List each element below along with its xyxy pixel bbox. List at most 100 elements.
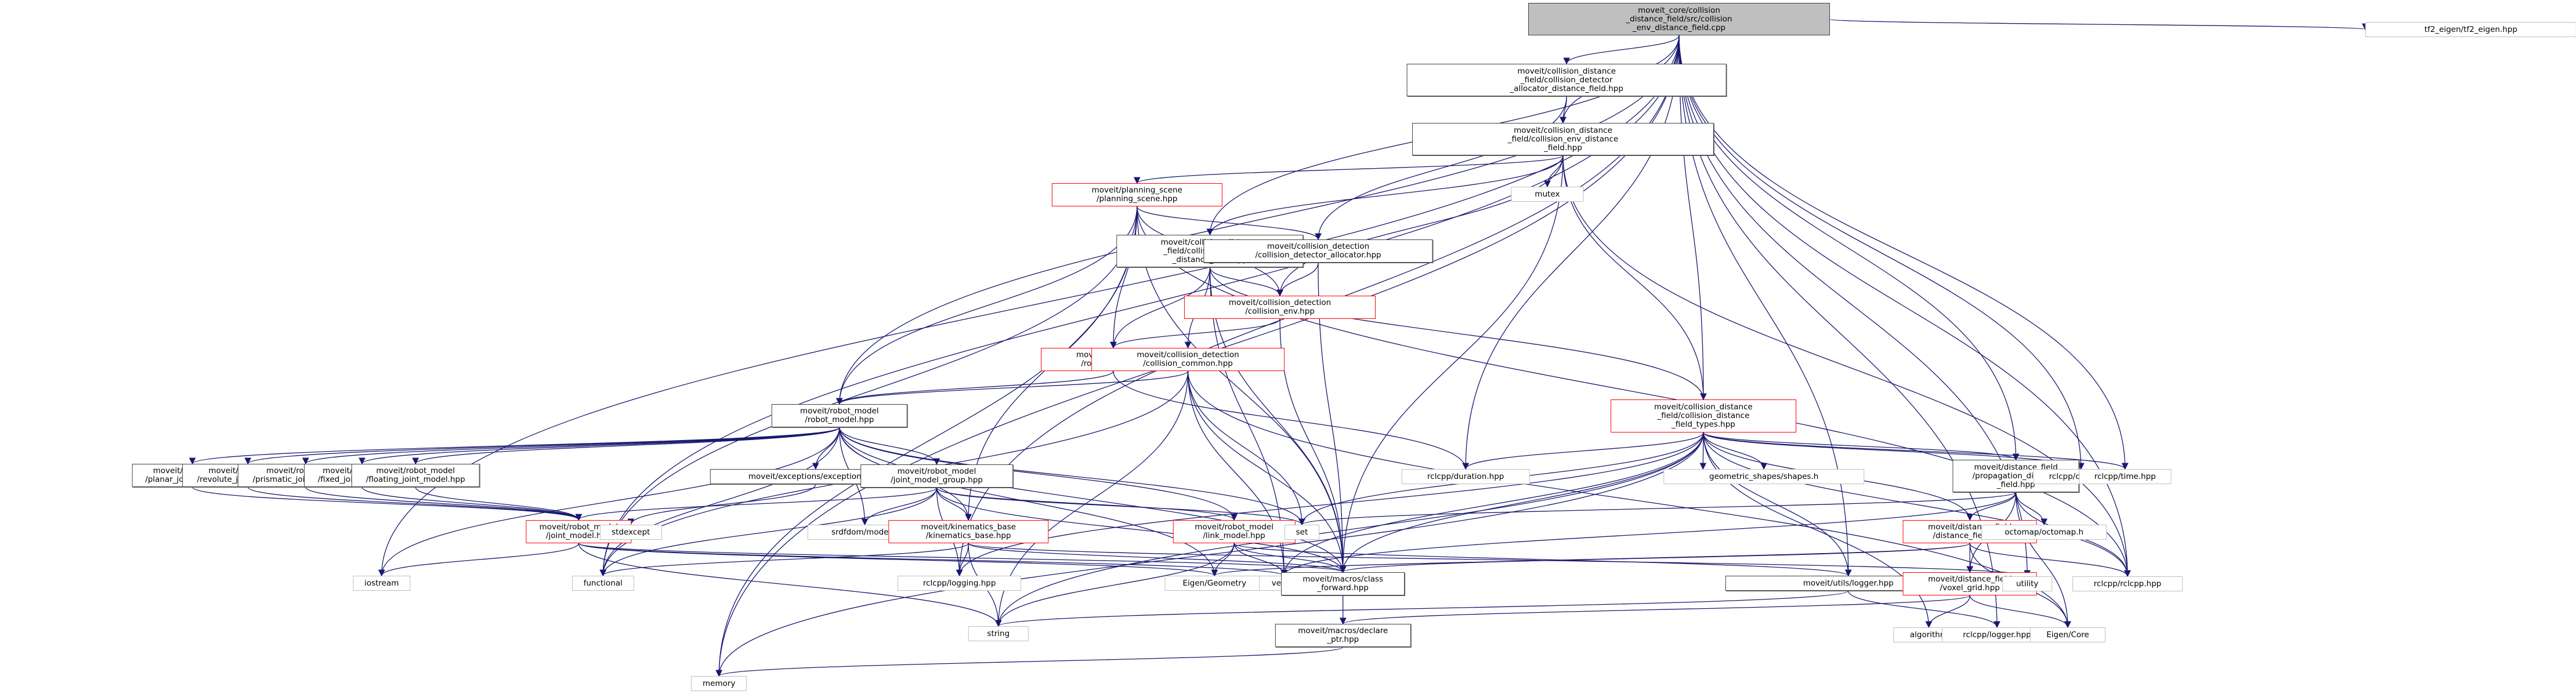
include-edge-floating-to-joint-model [415, 486, 583, 521]
graph-node-declare-ptr[interactable]: moveit/macros/declare _ptr.hpp [1275, 624, 1411, 647]
include-edge-robot-model-to-fixed [359, 427, 840, 465]
include-edge-planning-scene-to-det-alloc [1137, 206, 1322, 241]
include-edge-env-df-to-rclcpp [1562, 155, 2131, 577]
include-edge-root-to-robot-model [835, 35, 1680, 405]
include-edge-declare-ptr-to-memory [715, 646, 1344, 677]
graph-node-planning-scene[interactable]: moveit/planning_scene /planning_scene.hp… [1051, 183, 1222, 206]
include-edge-env-df-to-mutex [1544, 155, 1564, 188]
include-edge-prop-df-to-eigen-core [2016, 492, 2071, 628]
include-edge-prop-df-to-set [1298, 492, 2017, 526]
graph-node-floating[interactable]: moveit/robot_model /floating_joint_model… [351, 464, 480, 487]
include-edge-prop-df-to-octomap [2016, 492, 2047, 526]
include-edge-dist-field-to-rclcpp [1969, 543, 2131, 577]
include-edge-jmg-to-srdf [861, 487, 938, 526]
include-edge-df-types-to-utils-logger [1703, 432, 1852, 577]
include-edge-df-types-to-string [995, 432, 1704, 627]
include-edge-voxel-to-declare-ptr [1340, 595, 1970, 625]
include-edge-env-df-to-common-df [1206, 155, 1564, 236]
graph-node-jmg[interactable]: moveit/robot_model /joint_model_group.hp… [860, 464, 1013, 488]
graph-node-iostream: iostream [353, 576, 411, 591]
graph-node-rclcpp: rclcpp/rclcpp.hpp [2072, 576, 2183, 591]
include-edge-df-types-to-shapes [1703, 432, 1767, 470]
include-edge-link-model-to-utils-logger [1233, 543, 1852, 577]
include-edge-robot-model-to-class-fwd [839, 427, 1347, 573]
graph-node-prop-df[interactable]: moveit/distance_field /propagation_dista… [1952, 460, 2079, 492]
include-edge-df-types-to-rclcpp [1703, 432, 2131, 577]
include-edge-utils-logger-to-rcl-logger [1848, 590, 2000, 628]
include-edge-robot-model-to-iostream [378, 427, 840, 577]
include-edge-coll-common-to-vector [1187, 370, 1288, 577]
graph-node-octomap: octomap/octomap.h [1981, 525, 2107, 540]
include-edge-robot-model-to-eigen-geom [839, 427, 1218, 577]
graph-node-kin-base[interactable]: moveit/kinematics_base /kinematics_base.… [888, 520, 1048, 543]
graph-node-string: string [968, 626, 1029, 641]
include-edge-planar-to-joint-model [191, 486, 583, 521]
include-edge-common-df-to-robot-state [1110, 267, 1211, 349]
include-edge-coll-env-to-robot-state [1110, 318, 1280, 349]
include-edge-root-to-tf2 [1829, 19, 2368, 31]
include-edge-planning-scene-to-robot-model [835, 206, 1138, 405]
include-edge-utils-logger-to-string [995, 590, 1849, 627]
include-edge-fixed-to-joint-model [361, 486, 583, 521]
include-edge-robot-state-to-duration [1113, 370, 1469, 470]
include-edge-voxel-to-eigen-core [1969, 595, 2071, 628]
include-edge-robot-model-to-prismatic [302, 427, 840, 465]
include-edge-env-df-to-df-types [1562, 155, 1707, 401]
include-edge-common-df-to-vector [1209, 267, 1288, 577]
include-edge-det-alloc-to-coll-env [1276, 262, 1319, 297]
graph-node-set: set [1285, 525, 1319, 540]
include-edge-jmg-to-class-fwd [936, 487, 1347, 573]
include-edge-dist-field-to-class-fwd [1340, 543, 1970, 573]
include-edge-env-df-to-coll-env [1276, 155, 1564, 297]
include-edge-root-to-iostream [378, 35, 1680, 577]
include-edge-root-to-time [1678, 35, 2129, 470]
include-edge-kin-base-to-functional [599, 543, 969, 577]
graph-node-robot-model[interactable]: moveit/robot_model /robot_model.hpp [771, 404, 907, 427]
include-edge-robot-model-to-revolute [244, 427, 840, 465]
include-edge-jmg-to-functional [599, 487, 938, 577]
include-edge-df-types-to-logging [956, 432, 1704, 577]
include-edge-exceptions-to-stdexcept [627, 484, 816, 526]
include-edge-root-to-utils-logger [1678, 35, 1852, 577]
include-edge-link-model-to-string [995, 543, 1235, 627]
graph-node-env-df[interactable]: moveit/collision_distance _field/collisi… [1412, 123, 1714, 155]
graph-node-tf2: tf2_eigen/tf2_eigen.hpp [2365, 22, 2576, 37]
include-edge-planning-scene-to-functional [599, 206, 1138, 577]
include-edge-coll-common-to-robot-model [836, 370, 1189, 405]
graph-node-link-model[interactable]: moveit/robot_model /link_model.hpp [1173, 520, 1296, 543]
include-edge-common-df-to-class-fwd [1209, 267, 1347, 573]
graph-node-utility: utility [2002, 576, 2053, 591]
include-edge-root-to-functional [599, 35, 1680, 577]
graph-node-time: rclcpp/time.hpp [2079, 469, 2172, 484]
include-edge-robot-state-to-robot-model [836, 370, 1114, 405]
graph-node-class-fwd[interactable]: moveit/macros/class _forward.hpp [1281, 572, 1405, 595]
graph-node-mutex: mutex [1511, 187, 1584, 202]
graph-node-alloc-df[interactable]: moveit/collision_distance _field/collisi… [1406, 64, 1727, 96]
include-edge-root-to-df-types [1678, 35, 1707, 401]
include-edge-env-df-to-planning-scene [1134, 155, 1564, 184]
include-edge-robot-model-to-jmg [839, 427, 940, 466]
include-edge-robot-model-to-planar [189, 427, 840, 465]
include-edge-root-to-utility [1678, 35, 2031, 577]
graph-node-coll-common[interactable]: moveit/collision_detection /collision_co… [1091, 348, 1285, 371]
include-edge-env-df-to-class-fwd [1339, 155, 1564, 573]
graph-node-det-alloc[interactable]: moveit/collision_detection /collision_de… [1203, 239, 1433, 263]
include-edge-robot-model-to-floating [412, 427, 840, 465]
include-edge-common-df-to-df-types [1209, 267, 1707, 401]
include-edge-joint-model-to-string [578, 543, 1002, 627]
graph-node-df-types[interactable]: moveit/collision_distance _field/collisi… [1611, 399, 1796, 433]
include-edge-df-types-to-duration [1462, 432, 1704, 470]
include-edge-coll-common-to-set [1187, 370, 1305, 526]
graph-node-root[interactable]: moveit_core/collision _distance_field/sr… [1528, 3, 1830, 35]
include-edge-root-to-prop-df [1678, 35, 2020, 461]
include-edge-prop-df-to-dist-field [1966, 492, 2017, 521]
include-edge-coll-common-to-string [994, 370, 1189, 627]
include-edge-df-types-to-class-fwd [1339, 432, 1704, 573]
include-edge-jmg-to-joint-model [575, 487, 938, 521]
include-edge-coll-common-to-class-fwd [1187, 370, 1347, 573]
include-edge-joint-model-to-vector [578, 543, 1287, 577]
graph-node-coll-env[interactable]: moveit/collision_detection /collision_en… [1184, 296, 1376, 319]
include-edge-robot-model-to-set [839, 427, 1305, 526]
include-edge-voxel-to-algorithm [1925, 595, 1970, 628]
graph-node-logging: rclcpp/logging.hpp [898, 576, 1022, 591]
